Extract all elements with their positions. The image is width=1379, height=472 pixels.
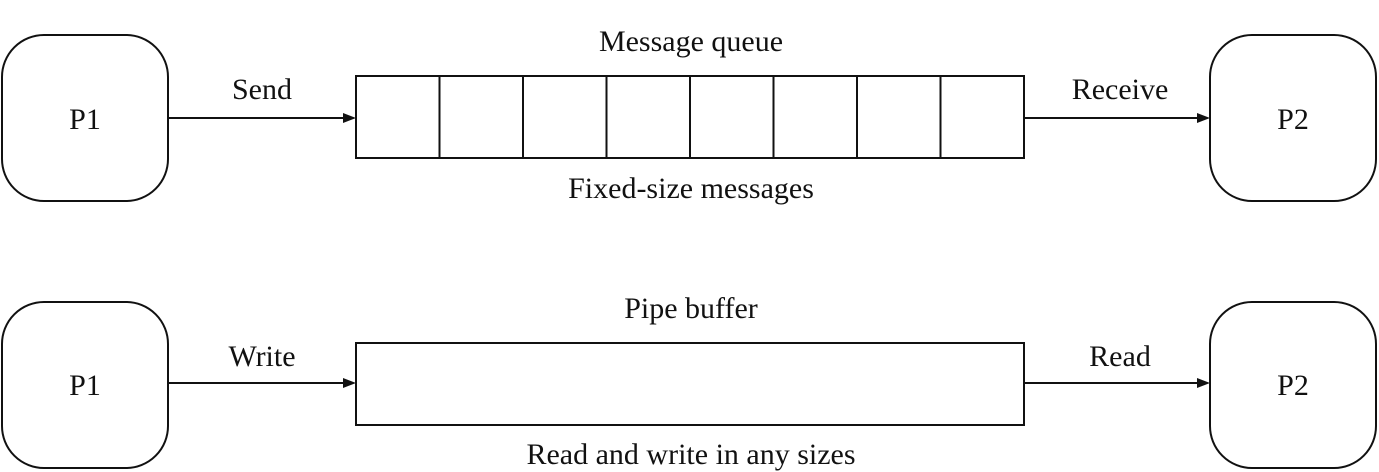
write-arrow: Write: [168, 340, 356, 388]
send-label: Send: [232, 73, 292, 106]
bottom-p1-label: P1: [69, 369, 101, 402]
pipe-buffer-title: Pipe buffer: [624, 292, 758, 325]
top-p2-box: [1209, 34, 1377, 202]
pipe-buffer-caption: Read and write in any sizes: [526, 438, 855, 471]
pipe-buffer: Pipe buffer Read and write in any sizes: [355, 292, 1025, 471]
read-arrow: Read: [1024, 340, 1210, 388]
message-queue-caption: Fixed-size messages: [568, 172, 814, 205]
message-queue-slots: [438, 76, 942, 158]
pipe-row: P1 Write Pipe buffer Read and write in a…: [1, 292, 1377, 471]
write-arrowhead: [343, 378, 356, 388]
message-queue-row: P1 Send Message queue Fixed-size message…: [1, 25, 1377, 205]
send-arrowhead: [343, 113, 356, 123]
send-arrow: Send: [168, 73, 356, 123]
pipe-buffer-box: [355, 342, 1025, 426]
receive-arrow: Receive: [1024, 73, 1210, 123]
top-p2-process: P2: [1209, 34, 1377, 202]
receive-arrowhead: [1197, 113, 1210, 123]
bottom-p1-box: [1, 301, 169, 469]
bottom-p2-box: [1209, 301, 1377, 469]
bottom-p2-label: P2: [1277, 369, 1309, 402]
top-p1-label: P1: [69, 103, 101, 136]
message-queue-title: Message queue: [599, 25, 783, 58]
read-label: Read: [1089, 340, 1151, 373]
top-p2-label: P2: [1277, 103, 1309, 136]
top-p1-process: P1: [1, 34, 169, 202]
bottom-p1-process: P1: [1, 301, 169, 469]
write-label: Write: [228, 340, 295, 373]
message-queue: Message queue Fixed-size messages: [355, 25, 1025, 205]
bottom-p2-process: P2: [1209, 301, 1377, 469]
receive-label: Receive: [1072, 73, 1169, 106]
read-arrowhead: [1197, 378, 1210, 388]
